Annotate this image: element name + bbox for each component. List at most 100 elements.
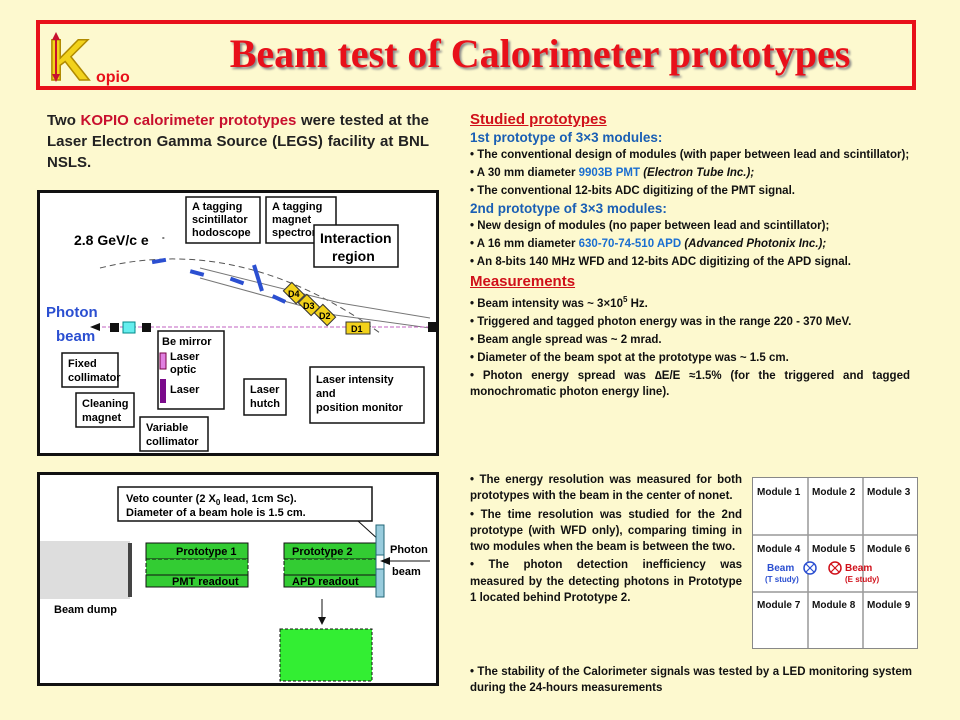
svg-text:magnet: magnet xyxy=(272,214,311,226)
lower-item-2: • The time resolution was studied for th… xyxy=(470,508,742,554)
photon-arrow-head xyxy=(90,323,100,331)
svg-text:Diameter of a beam hole is 1.5: Diameter of a beam hole is 1.5 cm. xyxy=(126,507,306,519)
logo-arrow-head-down xyxy=(52,74,60,82)
module-7: Module 7 xyxy=(757,600,801,611)
ring-outline-top xyxy=(199,267,431,319)
meas-item-2: • Triggered and tagged photon energy was… xyxy=(470,315,852,328)
module-4: Module 4 xyxy=(757,544,801,555)
variable-box xyxy=(139,416,209,452)
svg-text:Laser intensity: Laser intensity xyxy=(316,374,395,386)
beam-dump-block xyxy=(40,541,130,599)
setup-diagram: Veto counter (2 X0 lead, 1cm Sc). Diamet… xyxy=(37,472,439,686)
svg-text:Interaction: Interaction xyxy=(320,230,392,246)
svg-text:Laser: Laser xyxy=(170,351,200,363)
lower-item-3: • The photon detection inefficiency was … xyxy=(470,559,742,605)
svg-text:Laser: Laser xyxy=(170,384,200,396)
svg-text:Be mirror: Be mirror xyxy=(162,336,212,348)
svg-text:D2: D2 xyxy=(319,311,331,321)
meas-item-3: • Beam angle spread was ~ 2 mrad. xyxy=(470,333,662,346)
right-column: Studied prototypes 1st prototype of 3×3 … xyxy=(470,112,910,402)
beam-energy-label: 2.8 GeV/c e xyxy=(74,232,149,248)
module-9: Module 9 xyxy=(867,600,911,611)
svg-text:magnet: magnet xyxy=(82,412,121,424)
fixed-coll-box xyxy=(61,352,119,388)
intro-p1: Two xyxy=(47,112,81,129)
beamline-svg: D4 D3 D2 D1 2.8 GeV/c e - A tagging scin… xyxy=(40,193,436,453)
svg-text:A tagging: A tagging xyxy=(192,201,242,213)
svg-text:PMT readout: PMT readout xyxy=(172,576,239,588)
module-8: Module 8 xyxy=(812,600,856,611)
svg-text:scintillator: scintillator xyxy=(192,214,248,226)
measurements-heading: Measurements xyxy=(470,273,576,290)
first-item-3: • The conventional 12-bits ADC digitizin… xyxy=(470,185,795,197)
svg-text:D4: D4 xyxy=(288,289,300,299)
svg-text:region: region xyxy=(332,248,375,264)
kopio-logo: K opio xyxy=(46,28,146,86)
svg-text:A tagging: A tagging xyxy=(272,201,322,213)
module-3: Module 3 xyxy=(867,487,911,498)
logo-arrow-head-up xyxy=(52,32,60,40)
module-grid: Module 1 Module 2 Module 3 Module 4 Modu… xyxy=(752,477,918,649)
module-5: Module 5 xyxy=(812,544,856,555)
module-grid-svg: Module 1 Module 2 Module 3 Module 4 Modu… xyxy=(753,478,917,648)
module-grid-icon xyxy=(279,628,373,682)
svg-text:Prototype 1: Prototype 1 xyxy=(176,546,237,558)
module-2: Module 2 xyxy=(812,487,856,498)
second-item-1: • New design of modules (no paper betwee… xyxy=(470,220,830,232)
svg-text:Photon: Photon xyxy=(46,304,98,321)
svg-text:hodoscope: hodoscope xyxy=(192,227,251,239)
second-item-2: • A 16 mm diameter 630-70-74-510 APD (Ad… xyxy=(470,238,827,250)
svg-text:APD readout: APD readout xyxy=(292,576,359,588)
svg-text:D3: D3 xyxy=(303,301,315,311)
lower-text: • The energy resolution was measured for… xyxy=(470,472,742,608)
logo-sub: opio xyxy=(96,69,130,86)
lower-item-1: • The energy resolution was measured for… xyxy=(470,474,742,503)
first-item-2: • A 30 mm diameter 9903B PMT (Electron T… xyxy=(470,167,755,179)
svg-text:Beam dump: Beam dump xyxy=(54,604,117,616)
svg-text:Beam: Beam xyxy=(767,563,794,574)
dipole-magnets: D4 D3 D2 D1 xyxy=(282,281,371,335)
svg-text:collimator: collimator xyxy=(146,436,199,448)
monitor-box xyxy=(309,366,425,424)
laser-box xyxy=(157,330,225,410)
svg-text:optic: optic xyxy=(170,364,196,376)
svg-text:and: and xyxy=(316,388,336,400)
svg-text:collimator: collimator xyxy=(68,372,121,384)
svg-text:(T study): (T study) xyxy=(765,575,799,584)
meas-item-4: • Diameter of the beam spot at the proto… xyxy=(470,351,789,364)
intro-text: Two KOPIO calorimeter prototypes were te… xyxy=(47,110,429,173)
svg-text:Photon: Photon xyxy=(390,544,428,556)
second-prototype-heading: 2nd prototype of 3×3 modules: xyxy=(470,201,667,216)
intro-highlight: KOPIO calorimeter prototypes xyxy=(80,112,297,129)
hutch-box xyxy=(243,378,287,416)
meas-item-5: • Photon energy spread was ∆E/E ≈1.5% (f… xyxy=(470,369,910,398)
ring-magnets xyxy=(151,257,287,304)
studied-heading: Studied prototypes xyxy=(470,111,607,128)
svg-text:-: - xyxy=(162,233,165,242)
stability-text: • The stability of the Calorimeter signa… xyxy=(470,666,912,694)
hodoscope-bar xyxy=(252,264,264,292)
svg-text:(E study): (E study) xyxy=(845,575,880,584)
veto-box xyxy=(117,486,373,522)
setup-svg: Veto counter (2 X0 lead, 1cm Sc). Diamet… xyxy=(40,475,436,683)
meas-item-1: • Beam intensity was ~ 3×105 Hz. xyxy=(470,295,648,310)
svg-text:Veto counter (2 X0 lead, 1cm S: Veto counter (2 X0 lead, 1cm Sc). xyxy=(126,493,297,507)
module-1: Module 1 xyxy=(757,487,801,498)
svg-text:Variable: Variable xyxy=(146,422,188,434)
ring-outline-bottom xyxy=(199,277,431,329)
svg-text:beam: beam xyxy=(392,566,421,578)
interaction-box xyxy=(313,224,399,268)
intro-p3: were tested at the Laser Electron Gamma … xyxy=(47,112,429,171)
svg-text:position monitor: position monitor xyxy=(316,402,403,414)
page-title: Beam test of Calorimeter prototypes xyxy=(229,31,851,76)
svg-text:hutch: hutch xyxy=(250,398,280,410)
cleaning-box xyxy=(75,392,135,428)
svg-text:beam: beam xyxy=(56,328,95,345)
beamline-diagram: D4 D3 D2 D1 2.8 GeV/c e - A tagging scin… xyxy=(37,190,439,456)
svg-text:Cleaning: Cleaning xyxy=(82,398,128,410)
svg-text:Laser: Laser xyxy=(250,384,280,396)
svg-text:Prototype 2: Prototype 2 xyxy=(292,546,353,558)
electron-path xyxy=(99,258,381,334)
first-item-1: • The conventional design of modules (wi… xyxy=(470,149,910,161)
svg-text:Beam: Beam xyxy=(845,563,872,574)
